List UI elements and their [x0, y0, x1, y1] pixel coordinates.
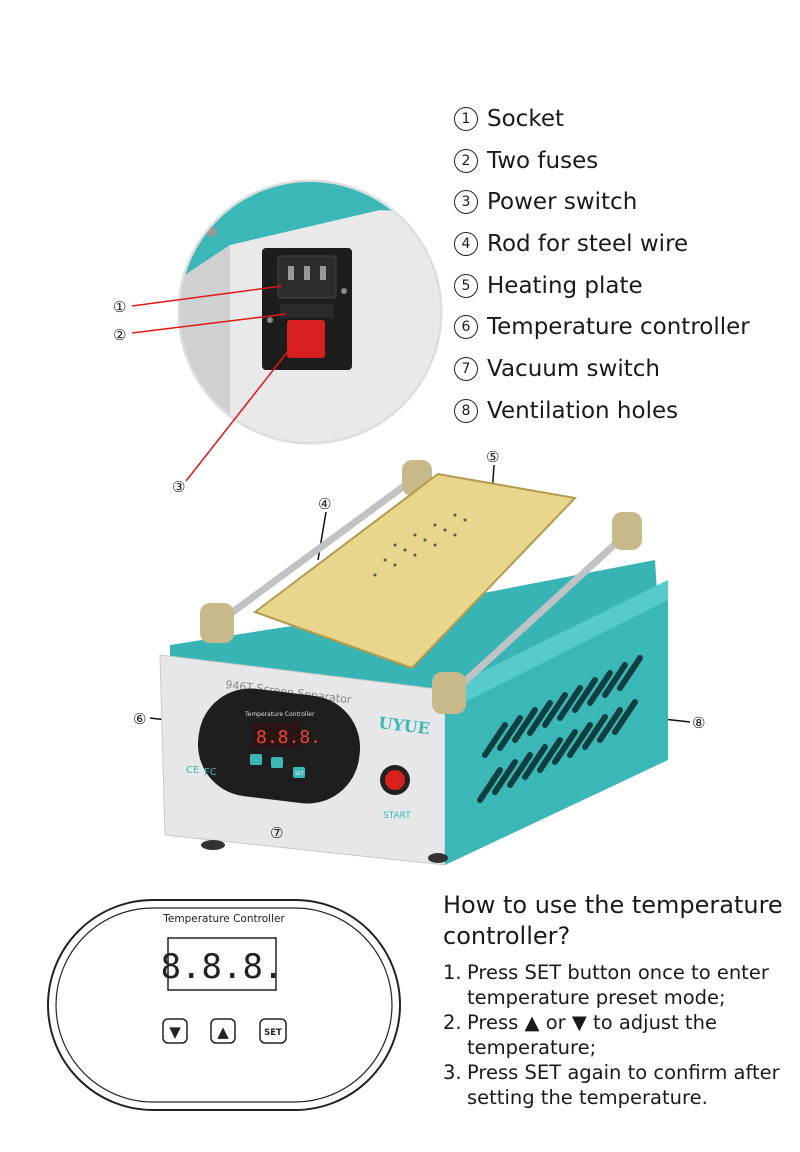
panel-title: Temperature Controller: [244, 711, 315, 718]
ce-mark: CE: [186, 765, 199, 776]
temperature-controller-diagram: Temperature Controller 8.8.8. ▼ ▲ SET: [47, 899, 401, 1111]
machine-down-button[interactable]: [250, 754, 262, 765]
callout-numbers: ① ② ③ ④ ⑤ ⑥ ⑦ ⑧: [113, 298, 705, 842]
legend-number: 1: [454, 106, 478, 131]
legend-number: 2: [454, 148, 478, 173]
how-to-section: How to use the temperature controller? 1…: [443, 890, 793, 1110]
legend-label: Power switch: [487, 189, 638, 216]
controller-title: Temperature Controller: [162, 913, 285, 925]
legend-item: 2 Two fuses: [454, 140, 750, 182]
callout-7: ⑦: [270, 824, 283, 842]
socket-inset: [177, 179, 443, 445]
down-arrow-icon: ▼: [169, 1023, 181, 1041]
legend-item: 1 Socket: [454, 98, 750, 140]
step-text: Press SET button once to enter temperatu…: [467, 961, 769, 1009]
legend-number: 5: [454, 273, 478, 298]
legend-item: 7 Vacuum switch: [454, 348, 750, 390]
callout-1: ①: [113, 298, 126, 316]
inset-callout-lines: [131, 285, 301, 482]
down-button[interactable]: [162, 1018, 188, 1044]
legend-number: 3: [454, 190, 478, 215]
step-item: 3.Press SET again to confirm after setti…: [443, 1060, 793, 1110]
callout-5: ⑤: [486, 448, 499, 466]
legend-item: 5 Heating plate: [454, 265, 750, 307]
legend-number: 4: [454, 231, 478, 256]
callout-4: ④: [318, 495, 331, 513]
callout-2: ②: [113, 326, 126, 344]
up-arrow-icon: ▲: [217, 1023, 229, 1041]
legend-item: 4 Rod for steel wire: [454, 223, 750, 265]
fc-mark: FC: [204, 767, 217, 778]
how-to-steps: 1.Press SET button once to enter tempera…: [443, 960, 793, 1110]
callout-6: ⑥: [133, 710, 146, 728]
machine-display: 8.8.8.: [256, 727, 321, 748]
set-button[interactable]: [259, 1018, 287, 1044]
legend-label: Rod for steel wire: [487, 230, 689, 257]
set-label: SET: [264, 1028, 282, 1038]
step-item: 1.Press SET button once to enter tempera…: [443, 960, 793, 1010]
legend-item: 6 Temperature controller: [454, 306, 750, 348]
machine-set-label: SET: [295, 771, 304, 777]
how-to-title: How to use the temperature controller?: [443, 891, 783, 950]
step-item: 2.Press ▲ or ▼ to adjust the temperature…: [443, 1010, 793, 1060]
step-number: 1.: [443, 961, 462, 984]
step-text: Press ▲ or ▼ to adjust the temperature;: [467, 1011, 717, 1059]
legend-label: Ventilation holes: [487, 397, 679, 424]
up-button[interactable]: [210, 1018, 236, 1044]
controller-display: 8.8.8.: [161, 947, 284, 987]
legend-label: Vacuum switch: [487, 355, 660, 382]
legend-label: Heating plate: [487, 272, 643, 299]
legend-item: 8 Ventilation holes: [454, 390, 750, 432]
callout-8: ⑧: [692, 714, 705, 732]
step-number: 2.: [443, 1011, 462, 1034]
legend-number: 8: [454, 398, 478, 423]
legend-number: 6: [454, 315, 478, 340]
legend-label: Socket: [487, 105, 564, 132]
screen-separator-machine: 946T Screen Separator UYUE Temperature C…: [159, 460, 668, 866]
machine-up-button[interactable]: [271, 757, 283, 768]
parts-legend: 1 Socket 2 Two fuses 3 Power switch 4 Rod fo…: [454, 98, 750, 432]
controller-display-frame: [167, 937, 277, 991]
legend-label: Temperature controller: [487, 314, 750, 341]
legend-label: Two fuses: [487, 147, 599, 174]
start-button[interactable]: [385, 770, 405, 790]
machine-set-button[interactable]: [293, 767, 305, 778]
legend-item: 3 Power switch: [454, 181, 750, 223]
step-text: Press SET again to confirm after setting…: [467, 1061, 780, 1109]
legend-number: 7: [454, 356, 478, 381]
start-label: START: [383, 811, 411, 821]
callout-3: ③: [172, 478, 185, 496]
step-number: 3.: [443, 1061, 462, 1084]
